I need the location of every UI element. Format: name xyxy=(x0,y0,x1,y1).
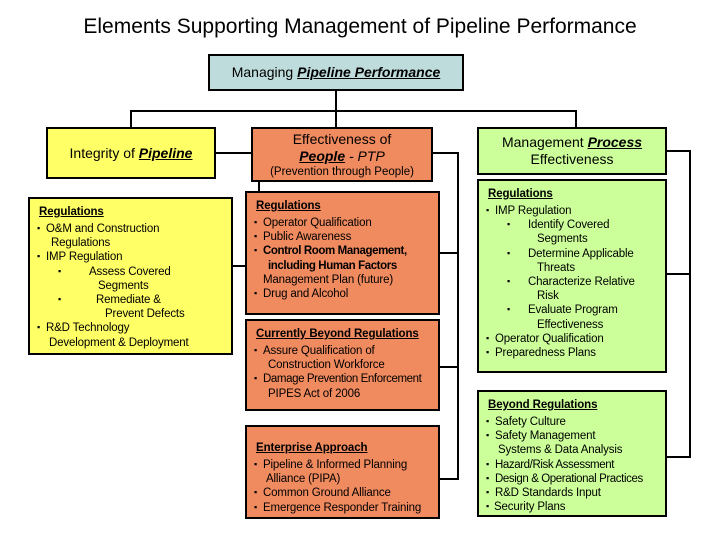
people-header-line3: (Prevention through People) xyxy=(270,165,414,178)
card-process-regulations-title: Regulations xyxy=(488,188,553,200)
people-header-suffix: - PTP xyxy=(345,147,385,164)
list-item: Operator Qualification xyxy=(254,215,432,230)
list-item: Assess Covered xyxy=(37,264,225,279)
connector-people-spine xyxy=(457,152,459,480)
list-item: R&D Technology xyxy=(37,320,225,335)
list-item: Threats xyxy=(537,261,575,274)
connector-drop-process xyxy=(575,110,577,129)
people-header-line1: Effectiveness of xyxy=(292,130,392,147)
integrity-header-label: Integrity of Pipeline xyxy=(70,145,193,162)
process-header-line2: Effectiveness xyxy=(530,151,614,167)
list-item: Regulations xyxy=(51,237,111,250)
connector-integrity-out xyxy=(216,152,260,154)
list-item: Operator Qualification xyxy=(486,331,659,346)
integrity-header-prefix: Integrity of xyxy=(69,144,139,161)
card-process-regulations-list: IMP Regulation Identify Covered Segments… xyxy=(486,203,659,360)
connector-process-beyond-in xyxy=(667,456,691,458)
list-item: IMP Regulation xyxy=(486,203,659,218)
list-item: Prevent Defects xyxy=(105,308,185,321)
connector-drop-people xyxy=(335,110,337,129)
process-header-line1: Management Process xyxy=(502,134,642,151)
connector-people-beyond-in xyxy=(433,366,459,368)
connector-people-enterprise-in xyxy=(433,478,459,480)
card-process-beyond-regulations-title: Beyond Regulations xyxy=(488,399,598,411)
root-node-label-prefix: Managing xyxy=(231,64,298,80)
root-node-label: Managing Pipeline Performance xyxy=(232,64,441,81)
page-title: Elements Supporting Management of Pipeli… xyxy=(83,15,637,38)
root-node-label-emphasis: Pipeline Performance xyxy=(297,64,441,80)
list-item: Hazard/Risk Assessment xyxy=(486,457,659,472)
list-item: Management Plan (future) xyxy=(263,273,393,286)
list-item: Characterize Relative xyxy=(486,274,659,289)
list-item: Segments xyxy=(98,279,149,292)
connector-process-regulations-in xyxy=(667,273,691,275)
list-item: PIPES Act of 2006 xyxy=(268,387,361,400)
list-item: Security Plans xyxy=(486,499,659,514)
node-effectiveness-of-people[interactable]: Effectiveness of People - PTP (Preventio… xyxy=(251,127,433,182)
integrity-header-emphasis: Pipeline xyxy=(138,144,193,161)
list-item: R&D Standards Input xyxy=(486,485,659,500)
process-header-emphasis: Process xyxy=(587,134,643,150)
node-management-process-effectiveness[interactable]: Management Process Effectiveness xyxy=(477,127,667,175)
connector-integrity-regulations-in xyxy=(216,265,260,267)
list-item: Determine Applicable xyxy=(486,246,659,261)
list-item: Common Ground Alliance xyxy=(254,485,432,500)
connector-root-stem xyxy=(335,91,337,111)
people-header-emphasis: People xyxy=(299,147,346,164)
list-item: Drug and Alcohol xyxy=(254,286,432,301)
list-item: Pipeline & Informed Planning xyxy=(254,457,432,472)
card-integrity-regulations-list: O&M and Construction Regulations IMP Reg… xyxy=(37,221,225,350)
card-integrity-regulations-title: Regulations xyxy=(39,206,104,218)
list-item: Assure Qualification of xyxy=(254,343,432,358)
list-item: Systems & Data Analysis xyxy=(498,444,623,457)
list-item: Evaluate Program xyxy=(486,302,659,317)
list-item: Safety Management xyxy=(486,428,659,443)
list-item: Effectiveness xyxy=(537,318,604,331)
card-people-enterprise-approach-list: Pipeline & Informed Planning Alliance (P… xyxy=(254,457,432,515)
list-item: Emergence Responder Training xyxy=(254,500,432,515)
connector-people-regulations-in xyxy=(433,252,459,254)
node-managing-pipeline-performance[interactable]: Managing Pipeline Performance xyxy=(208,54,464,91)
card-process-beyond-regulations-list: Safety Culture Safety Management Systems… xyxy=(486,414,659,514)
card-process-beyond-regulations[interactable]: Beyond Regulations Safety Culture Safety… xyxy=(477,390,667,517)
card-process-regulations[interactable]: Regulations IMP Regulation Identify Cove… xyxy=(477,179,667,373)
connector-process-out xyxy=(667,150,691,152)
card-people-currently-beyond-regulations-list: Assure Qualification of Construction Wor… xyxy=(254,343,432,401)
list-item: Alliance (PIPA) xyxy=(266,473,341,486)
people-header-line2: People - PTP xyxy=(299,148,385,165)
connector-root-bus xyxy=(130,110,577,112)
list-item: Control Room Management, xyxy=(254,243,432,258)
process-header-prefix: Management xyxy=(501,134,588,150)
list-item: Safety Culture xyxy=(486,414,659,429)
list-item: Construction Workforce xyxy=(268,359,385,372)
card-people-enterprise-approach-title: Enterprise Approach xyxy=(256,442,368,454)
card-integrity-regulations[interactable]: Regulations O&M and Construction Regulat… xyxy=(28,197,233,355)
list-item: including Human Factors xyxy=(268,259,397,272)
list-item: Preparedness Plans xyxy=(486,345,659,360)
connector-people-out xyxy=(433,152,459,154)
list-item: Remediate & xyxy=(37,292,225,307)
connector-drop-integrity xyxy=(130,110,132,129)
list-item: Identify Covered xyxy=(486,217,659,232)
list-item: IMP Regulation xyxy=(37,249,225,264)
card-people-currently-beyond-regulations-title: Currently Beyond Regulations xyxy=(256,328,419,340)
node-integrity-of-pipeline[interactable]: Integrity of Pipeline xyxy=(46,127,216,179)
list-item: Development & Deployment xyxy=(49,336,189,349)
card-people-currently-beyond-regulations[interactable]: Currently Beyond Regulations Assure Qual… xyxy=(245,319,440,411)
list-item: Segments xyxy=(537,233,588,246)
list-item: Damage Prevention Enforcement xyxy=(254,371,432,386)
card-people-regulations-title: Regulations xyxy=(256,200,321,212)
list-item: O&M and Construction xyxy=(37,221,225,236)
list-item: Design & Operational Practices xyxy=(486,471,659,486)
card-people-enterprise-approach[interactable]: Enterprise Approach Pipeline & Informed … xyxy=(245,425,440,519)
list-item: Public Awareness xyxy=(254,229,432,244)
connector-process-spine xyxy=(689,150,691,458)
card-people-regulations[interactable]: Regulations Operator Qualification Publi… xyxy=(245,191,440,315)
card-people-regulations-list: Operator Qualification Public Awareness … xyxy=(254,215,432,301)
list-item: Risk xyxy=(537,290,559,303)
